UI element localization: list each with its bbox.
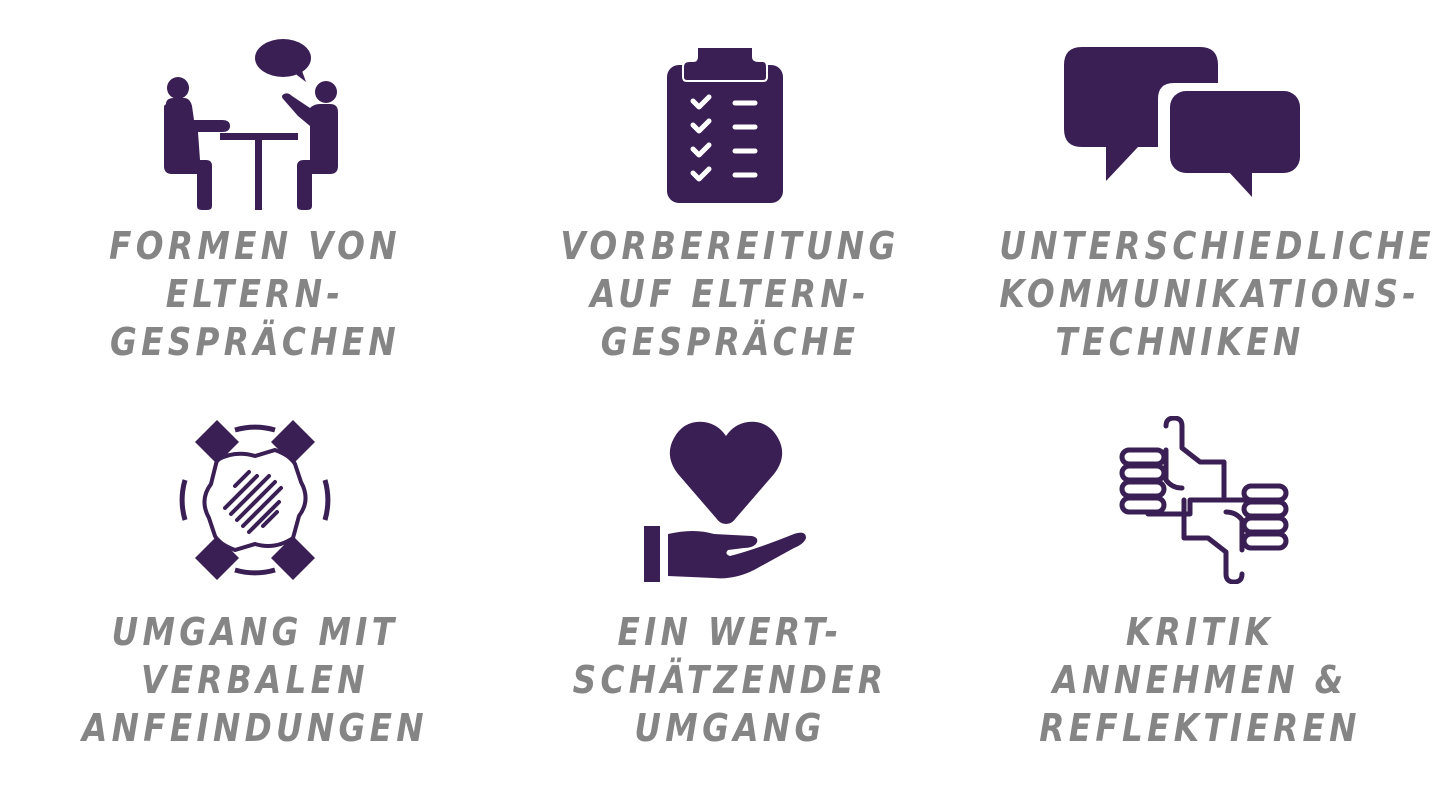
label-line: auf Eltern- [590, 272, 870, 316]
label-line: Anfeindungen [82, 706, 428, 750]
tile-label: Formen von Eltern- Gesprächen [74, 222, 435, 366]
speech-bubbles-icon [1064, 47, 1300, 197]
heart-in-hand-icon [644, 421, 806, 582]
label-line: Eltern- [165, 272, 345, 316]
tile-label: Unterschiedliche Kommunikations- technik… [999, 222, 1435, 366]
tile-label: Umgang mit verbalen Anfeindungen [74, 608, 435, 752]
label-line: Vorbereitung [560, 224, 900, 268]
label-line: annehmen & [1052, 658, 1348, 702]
label-line: schätzender [572, 658, 888, 702]
label-line: Kommunikations- [999, 272, 1421, 316]
tile-kritik-annehmen: Kritik annehmen & reflektieren [990, 0, 1410, 810]
label-line: Umgang [634, 706, 826, 750]
thumbs-up-down-icon [1119, 416, 1289, 584]
tile-label: Kritik annehmen & reflektieren [1019, 608, 1380, 752]
tile-kommunikationstechniken: Unterschiedliche Kommunikations- technik… [970, 0, 1435, 400]
label-line: techniken [1055, 320, 1305, 364]
tile-label: Ein Wert- schätzender Umgang [549, 608, 910, 752]
stacked-hands-icon [179, 420, 331, 580]
tile-verbale-anfeindungen: Umgang mit verbalen Anfeindungen [45, 0, 465, 810]
label-line: Kritik [1125, 610, 1275, 654]
tile-label: Vorbereitung auf Eltern- Gespräche [549, 222, 910, 366]
label-line: Gespräche [600, 320, 860, 364]
clipboard-checklist-icon [667, 47, 783, 203]
tile-formen-von-elterngespraechen: Formen von Eltern- Gesprächen [45, 0, 465, 400]
label-line: Ein Wert- [617, 610, 843, 654]
label-line: Umgang mit [111, 610, 399, 654]
tile-wertschaetzender-umgang: Ein Wert- schätzender Umgang [520, 0, 940, 810]
meeting-at-table-icon [164, 39, 338, 210]
label-line: Unterschiedliche [999, 224, 1435, 268]
label-line: reflektieren [1039, 706, 1361, 750]
tile-vorbereitung: Vorbereitung auf Eltern- Gespräche [520, 0, 940, 400]
label-line: verbalen [141, 658, 369, 702]
label-line: Gesprächen [109, 320, 401, 364]
label-line: Formen von [109, 224, 401, 268]
